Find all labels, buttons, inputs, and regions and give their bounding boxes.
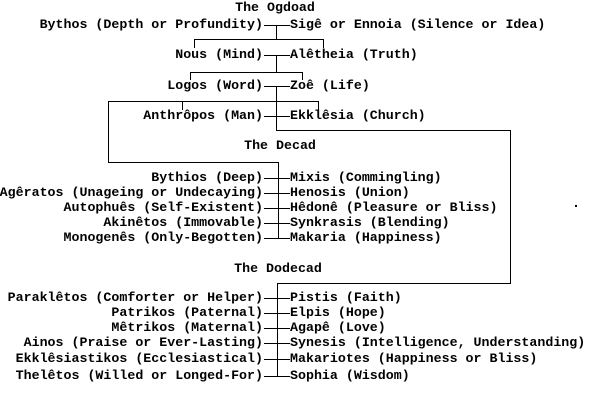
aeon-name-left: Nous (Mind) [175, 47, 263, 62]
aeon-name-right: Synkrasis (Blending) [290, 215, 450, 230]
branch-stub-line [302, 72, 303, 80]
pair-connector-line [264, 116, 290, 117]
aeon-name-right: Henosis (Union) [290, 185, 410, 200]
aeon-name-left: Bythios (Deep) [151, 170, 263, 185]
descent-line [276, 116, 277, 131]
aeon-name-left: Thelêtos (Willed or Longed-For) [15, 368, 263, 383]
aeon-name-left: Autophuês (Self-Existent) [63, 200, 264, 215]
aeon-name-right: Sophia (Wisdom) [290, 368, 410, 383]
stray-dot [575, 205, 577, 207]
pair-connector-line [264, 193, 290, 194]
aeon-name-left: Akinêtos (Immovable) [103, 215, 263, 230]
branch-stub-line [318, 101, 319, 110]
dodecad-branch-line [276, 130, 511, 131]
aeon-name-left: Monogenês (Only-Begotten) [63, 230, 264, 245]
descent-line [276, 55, 277, 73]
aeon-name-right: Makaria (Happiness) [290, 230, 442, 245]
section-title: The Decad [244, 138, 316, 153]
sibling-bracket-line [190, 72, 303, 73]
aeon-name-left: Anthrôpos (Man) [143, 108, 263, 123]
aeon-name-right: Pistis (Faith) [290, 290, 402, 305]
aeon-name-right: Hêdonê (Pleasure or Bliss) [290, 200, 498, 215]
branch-stub-line [194, 39, 195, 48]
sibling-bracket-line [108, 101, 319, 102]
sibling-bracket-line [194, 39, 324, 40]
decad-branch-line [108, 162, 279, 163]
aeon-name-left: Patrikos (Paternal) [111, 305, 263, 320]
pair-connector-line [264, 25, 290, 26]
branch-stub-line [182, 101, 183, 110]
decad-branch-line [108, 101, 109, 163]
aeon-name-left: Agêratos (Unageing or Undecaying) [0, 185, 263, 200]
aeon-name-right: Agapê (Love) [290, 320, 386, 335]
branch-stub-line [190, 72, 191, 80]
aeon-name-right: Alêtheia (Truth) [290, 47, 418, 62]
aeon-name-left: Paraklêtos (Comforter or Helper) [7, 290, 263, 305]
aeon-name-left: Ainos (Praise or Ever-Lasting) [23, 335, 263, 350]
aeon-name-left: Ekklêsiastikos (Ecclesiastical) [15, 351, 263, 366]
section-title: The Ogdoad [235, 0, 315, 15]
dodecad-branch-line [510, 130, 511, 284]
aeon-name-right: Elpis (Hope) [290, 305, 386, 320]
pair-connector-line [264, 55, 290, 56]
aeon-name-right: Sigê or Ennoia (Silence or Idea) [290, 17, 546, 32]
pair-connector-line [264, 208, 290, 209]
aeon-name-right: Mixis (Commingling) [290, 170, 442, 185]
aeon-name-left: Mêtrikos (Maternal) [111, 320, 263, 335]
branch-stub-line [323, 39, 324, 48]
dodecad-branch-line [277, 283, 511, 284]
aeon-name-right: Makariotes (Happiness or Bliss) [290, 351, 538, 366]
pair-connector-line [264, 86, 290, 87]
pair-connector-line [264, 178, 290, 179]
aeon-name-right: Synesis (Intelligence, Understanding) [290, 335, 586, 350]
spine-line [277, 283, 278, 377]
descent-line [276, 25, 277, 40]
aeon-name-right: Zoê (Life) [290, 78, 370, 93]
section-title: The Dodecad [234, 261, 322, 276]
spine-line [278, 162, 279, 239]
pair-connector-line [264, 238, 290, 239]
aeon-name-left: Logos (Word) [167, 78, 263, 93]
aeon-name-left: Bythos (Depth or Profundity) [39, 17, 263, 32]
pair-connector-line [264, 223, 290, 224]
aeon-name-right: Ekklêsia (Church) [290, 108, 426, 123]
